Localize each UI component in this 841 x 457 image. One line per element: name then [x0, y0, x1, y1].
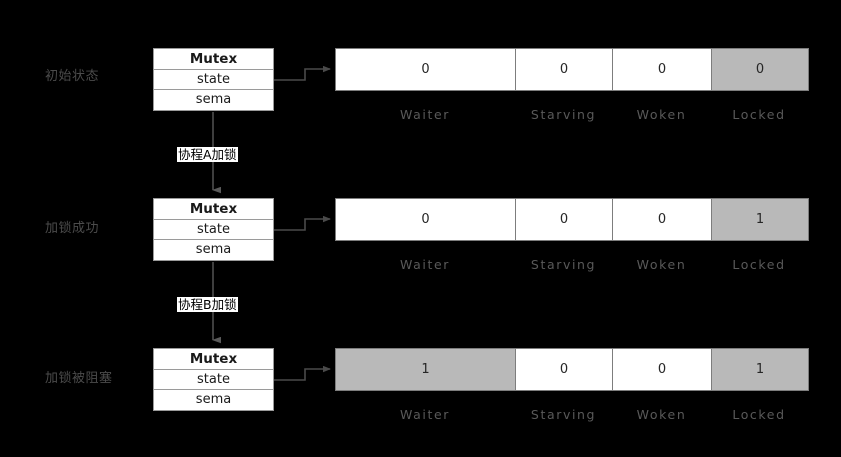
mutex-title-0: Mutex — [154, 49, 273, 70]
mutex-field-sema-1: sema — [154, 240, 273, 260]
state-to-table-connector-3 — [274, 365, 331, 381]
state-table-2: 1 0 0 1 — [335, 348, 809, 391]
column-caption-starving-1: Starving — [530, 257, 597, 272]
state-table-1: 0 0 0 1 — [335, 198, 809, 241]
mutex-field-state-2: state — [154, 370, 273, 390]
transition-label-0: 协程A加锁 — [177, 147, 238, 162]
state-to-table-connector-1 — [274, 65, 331, 81]
mutex-title-1: Mutex — [154, 199, 273, 220]
state-cell-locked-2: 1 — [712, 349, 808, 390]
state-cell-waiter-2: 1 — [336, 349, 516, 390]
mutex-field-state-0: state — [154, 70, 273, 90]
state-cell-starving-1: 0 — [516, 199, 613, 240]
mutex-field-sema-2: sema — [154, 390, 273, 410]
column-caption-woken-1: Woken — [636, 257, 687, 272]
column-caption-locked-0: Locked — [732, 107, 786, 122]
stage-label-1: 加锁成功 — [45, 221, 100, 236]
mutex-field-sema-0: sema — [154, 90, 273, 110]
mutex-struct-box-1: Mutex state sema — [153, 198, 274, 261]
mutex-title-2: Mutex — [154, 349, 273, 370]
state-table-0: 0 0 0 0 — [335, 48, 809, 91]
column-caption-waiter-1: Waiter — [399, 257, 451, 272]
column-caption-starving-0: Starving — [530, 107, 597, 122]
stage-label-2: 加锁被阻塞 — [45, 371, 113, 386]
column-caption-locked-1: Locked — [732, 257, 786, 272]
column-caption-waiter-2: Waiter — [399, 407, 451, 422]
column-caption-waiter-0: Waiter — [399, 107, 451, 122]
column-caption-locked-2: Locked — [732, 407, 786, 422]
mutex-struct-box-2: Mutex state sema — [153, 348, 274, 411]
mutex-struct-box-0: Mutex state sema — [153, 48, 274, 111]
mutex-field-state-1: state — [154, 220, 273, 240]
state-cell-waiter-1: 0 — [336, 199, 516, 240]
column-caption-starving-2: Starving — [530, 407, 597, 422]
column-caption-woken-2: Woken — [636, 407, 687, 422]
state-cell-starving-2: 0 — [516, 349, 613, 390]
transition-label-1: 协程B加锁 — [177, 297, 238, 312]
state-cell-woken-2: 0 — [613, 349, 712, 390]
column-caption-woken-0: Woken — [636, 107, 687, 122]
state-cell-woken-1: 0 — [613, 199, 712, 240]
state-cell-locked-1: 1 — [712, 199, 808, 240]
state-to-table-connector-2 — [274, 215, 331, 231]
state-cell-woken-0: 0 — [613, 49, 712, 90]
stage-label-0: 初始状态 — [45, 69, 100, 84]
state-cell-waiter-0: 0 — [336, 49, 516, 90]
state-cell-starving-0: 0 — [516, 49, 613, 90]
state-cell-locked-0: 0 — [712, 49, 808, 90]
